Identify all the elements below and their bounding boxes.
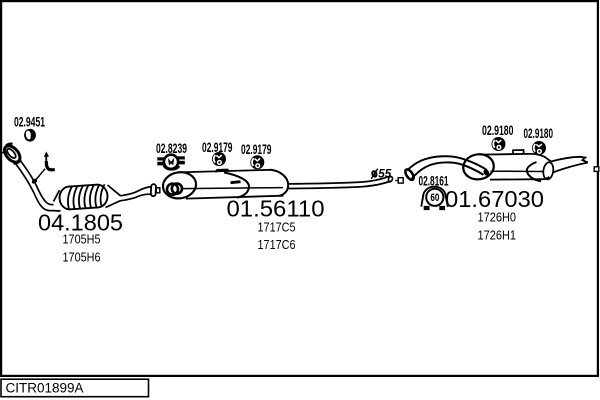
svg-text:01.56110: 01.56110 [227,195,325,221]
svg-text:02.9179: 02.9179 [241,142,272,158]
svg-text:02.9180: 02.9180 [482,123,514,139]
svg-text:02.9180: 02.9180 [524,126,554,142]
svg-text:CITR01899A: CITR01899A [6,381,85,397]
svg-text:04.1805: 04.1805 [38,209,123,235]
svg-text:02.9179: 02.9179 [202,140,233,156]
svg-text:1717C5: 1717C5 [258,220,296,234]
svg-text:01.67030: 01.67030 [445,186,544,212]
svg-text:1705H6: 1705H6 [63,250,101,264]
svg-text:02.9451: 02.9451 [14,114,45,130]
svg-text:60: 60 [430,192,439,204]
svg-text:02.8239: 02.8239 [156,141,187,157]
svg-text:55: 55 [378,169,392,181]
svg-text:02.8161: 02.8161 [419,174,449,190]
svg-text:1705H5: 1705H5 [63,233,101,247]
svg-text:1726H0: 1726H0 [478,211,517,225]
svg-text:1726H1: 1726H1 [478,228,517,242]
svg-text:1717C6: 1717C6 [258,238,296,252]
